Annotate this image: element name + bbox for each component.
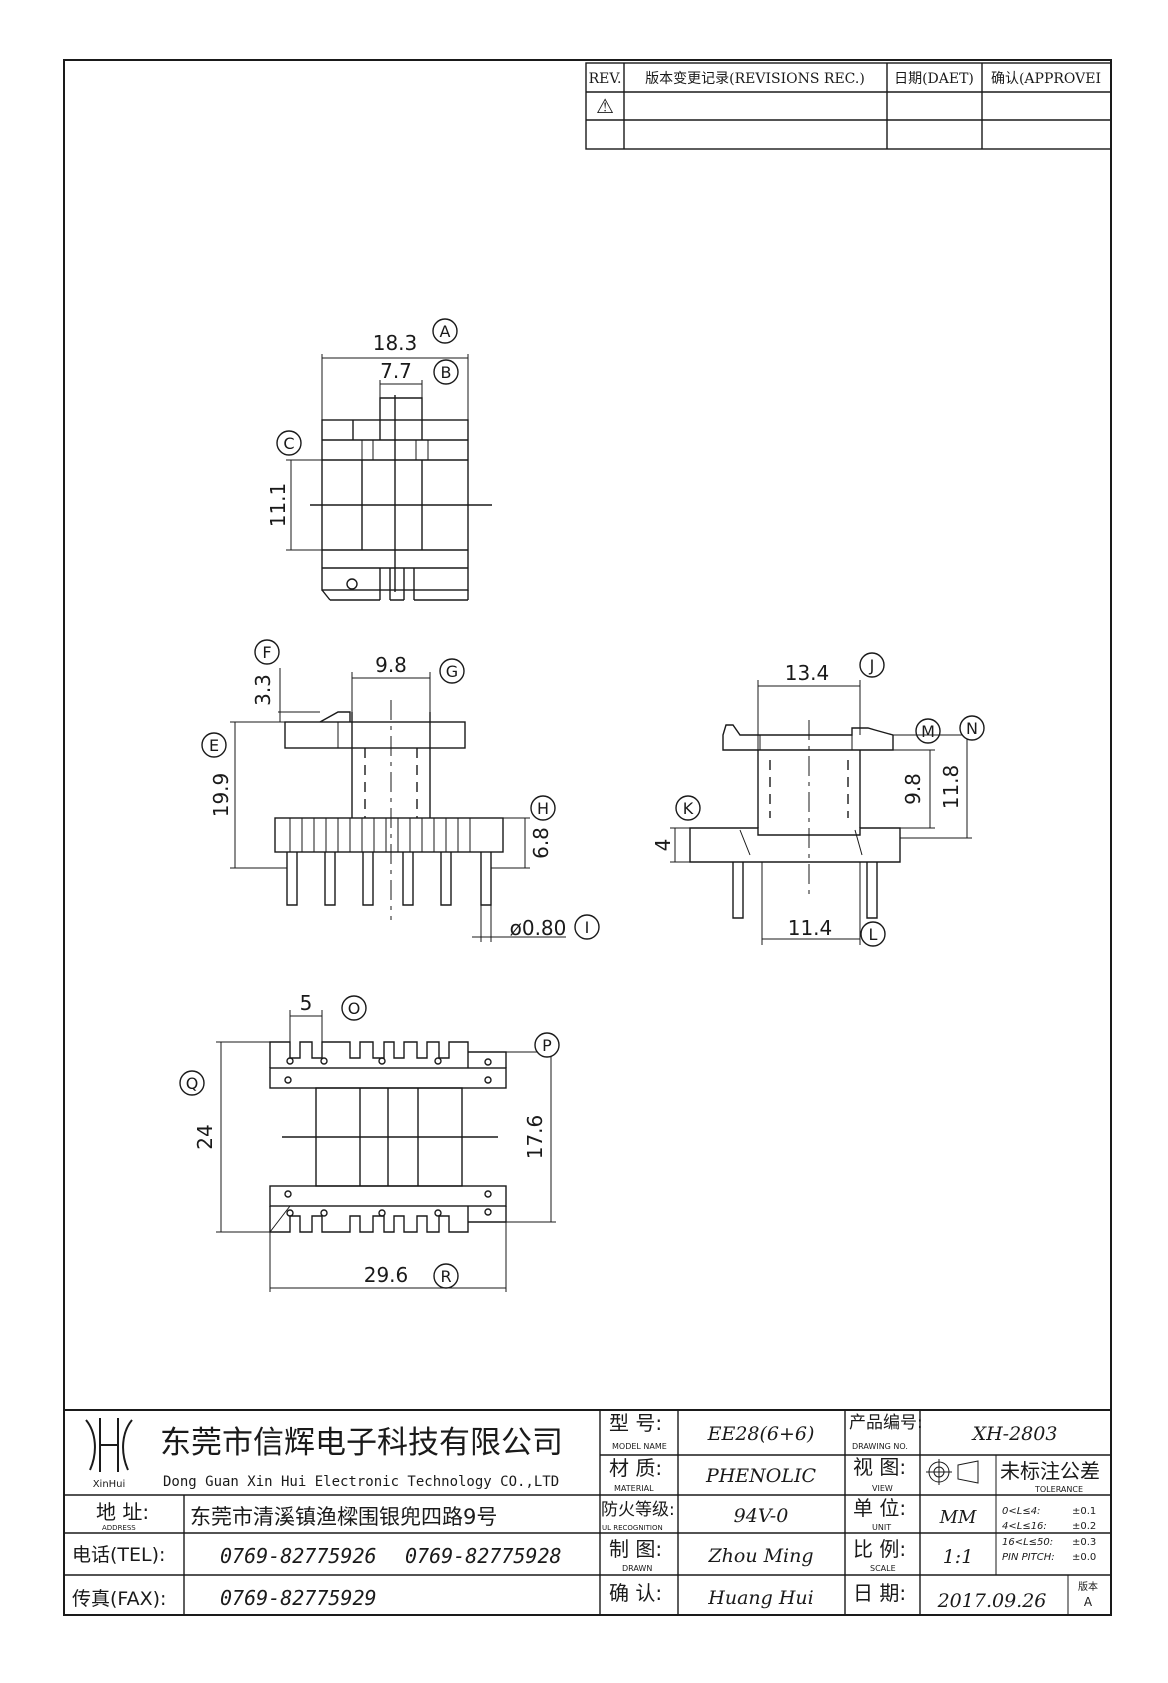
tel-1: 0769-82775926 (220, 1544, 377, 1568)
dim-f-value: 3.3 (251, 674, 275, 706)
dim-o-value: 5 (300, 991, 313, 1015)
fax-value: 0769-82775929 (220, 1586, 377, 1610)
dim-p-tag: P (542, 1036, 552, 1055)
revision-table: REV. 版本变更记录(REVISIONS REC.) 日期(DAET) 确认(… (585, 62, 1112, 150)
fire-rating-label-en: UL RECOGNITION (602, 1524, 663, 1532)
scale-label-en: SCALE (870, 1564, 896, 1573)
dim-f-tag: F (262, 643, 271, 662)
check-label: 确 认: (609, 1581, 662, 1605)
bottom-view: 5 O 17.6 P 24 Q 29.6 R (179, 991, 560, 1292)
drawn-value: Zhou Ming (707, 1545, 813, 1567)
dim-k-value: 4 (651, 839, 675, 852)
view-label-en: VIEW (872, 1484, 893, 1493)
drawn-label-en: DRAWN (622, 1564, 652, 1573)
scale-label: 比 例: (853, 1537, 906, 1561)
dim-k-tag: K (683, 799, 694, 818)
drawn-label: 制 图: (609, 1537, 662, 1561)
dim-e-value: 19.9 (209, 773, 233, 818)
model-label: 型 号: (609, 1411, 662, 1435)
date-header: 日期(DAET) (894, 71, 974, 87)
rev-header: REV. (589, 71, 622, 87)
revision-record-header: 版本变更记录(REVISIONS REC.) (645, 71, 865, 87)
unit-label: 单 位: (853, 1496, 906, 1520)
address-value: 东莞市清溪镇渔樑围银兜四路9号 (190, 1505, 497, 1529)
tolerance-range-4: PIN PITCH: (1002, 1552, 1055, 1563)
logo-text: XinHui (93, 1479, 126, 1490)
company-name-en: Dong Guan Xin Hui Electronic Technology … (163, 1474, 559, 1490)
dim-r-tag: R (440, 1267, 451, 1286)
scale-value: 1:1 (943, 1546, 974, 1568)
date-label: 日 期: (853, 1581, 906, 1605)
tolerance-range-1: 0<L≤4: (1002, 1506, 1040, 1517)
dim-n-value: 11.8 (939, 765, 963, 810)
dim-j-tag: J (869, 656, 875, 675)
tolerance-label: 未标注公差 (1000, 1459, 1100, 1483)
dim-i-value: ø0.80 (510, 916, 567, 940)
dim-h-tag: H (537, 799, 549, 818)
tolerance-range-3: 16<L≤50: (1002, 1537, 1053, 1548)
unit-label-en: UNIT (872, 1523, 891, 1532)
tolerance-range-2: 4<L≤16: (1002, 1521, 1047, 1532)
material-label: 材 质: (609, 1456, 662, 1480)
tolerance-value-4: ±0.0 (1072, 1552, 1096, 1563)
dim-b-tag: B (441, 363, 452, 382)
projection-symbol-icon (926, 1459, 979, 1485)
material-value: PHENOLIC (705, 1465, 817, 1487)
tolerance-label-en: TOLERANCE (1034, 1485, 1083, 1494)
tolerance-value-2: ±0.2 (1072, 1521, 1096, 1532)
dim-n-tag: N (966, 719, 978, 738)
fire-rating-label: 防火等级: (601, 1500, 675, 1520)
company-name-cn: 东莞市信辉电子科技有限公司 (160, 1425, 563, 1461)
dim-o-tag: O (348, 999, 361, 1018)
tel-label: 电话(TEL): (72, 1544, 165, 1566)
tolerance-value-3: ±0.3 (1072, 1537, 1096, 1548)
model-label-en: MODEL NAME (612, 1442, 667, 1451)
view-label: 视 图: (853, 1455, 906, 1479)
dim-i-tag: I (585, 918, 590, 937)
fax-label: 传真(FAX): (72, 1588, 166, 1610)
approve-header: 确认(APPROVEI (991, 71, 1101, 87)
dim-c-tag: C (283, 434, 294, 453)
dim-m-tag: M (921, 722, 935, 741)
dim-b-value: 7.7 (380, 359, 412, 383)
unit-value: MM (939, 1507, 977, 1528)
dim-q-value: 24 (193, 1124, 217, 1149)
dim-p-value: 17.6 (523, 1115, 547, 1160)
front-view: 3.3 F 9.8 G 19.9 E 6.8 H ø0.80 I (201, 639, 600, 942)
dim-g-value: 9.8 (375, 653, 407, 677)
version-label: 版本 (1078, 1580, 1098, 1593)
top-view: 18.3 A 7.7 B 11.1 C (266, 318, 492, 601)
dim-l-tag: L (869, 925, 878, 944)
sheet-border (63, 59, 1112, 1616)
warning-icon: ⚠ (596, 94, 614, 118)
dim-r-value: 29.6 (364, 1263, 409, 1287)
dim-a-value: 18.3 (373, 331, 418, 355)
side-view: 13.4 J 9.8 M 11.8 N 4 K 11.4 L (651, 652, 985, 947)
address-label: 地 址: (96, 1500, 149, 1524)
dim-m-value: 9.8 (901, 773, 925, 805)
dim-g-tag: G (446, 662, 458, 681)
check-value: Huang Hui (707, 1587, 813, 1609)
version-value: A (1084, 1595, 1093, 1609)
tolerance-value-1: ±0.1 (1072, 1506, 1096, 1517)
dim-a-tag: A (440, 322, 451, 341)
address-label-en: ADDRESS (102, 1524, 136, 1532)
dim-c-value: 11.1 (266, 483, 290, 528)
dim-l-value: 11.4 (788, 916, 833, 940)
model-value: EE28(6+6) (707, 1423, 815, 1445)
dim-e-tag: E (209, 736, 219, 755)
product-no-value: XH-2803 (971, 1423, 1058, 1445)
material-label-en: MATERIAL (614, 1484, 654, 1493)
date-value: 2017.09.26 (937, 1590, 1047, 1612)
fire-rating-value: 94V-0 (734, 1505, 789, 1527)
dim-q-tag: Q (186, 1074, 199, 1093)
product-no-label: 产品编号: (849, 1413, 923, 1433)
company-logo: XinHui (85, 1418, 133, 1490)
dim-j-value: 13.4 (785, 661, 830, 685)
title-block: XinHui 东莞市信辉电子科技有限公司 Dong Guan Xin Hui E… (64, 1409, 1111, 1615)
tel-2: 0769-82775928 (405, 1544, 562, 1568)
dim-h-value: 6.8 (529, 827, 553, 859)
product-no-label-en: DRAWING NO. (852, 1442, 908, 1451)
